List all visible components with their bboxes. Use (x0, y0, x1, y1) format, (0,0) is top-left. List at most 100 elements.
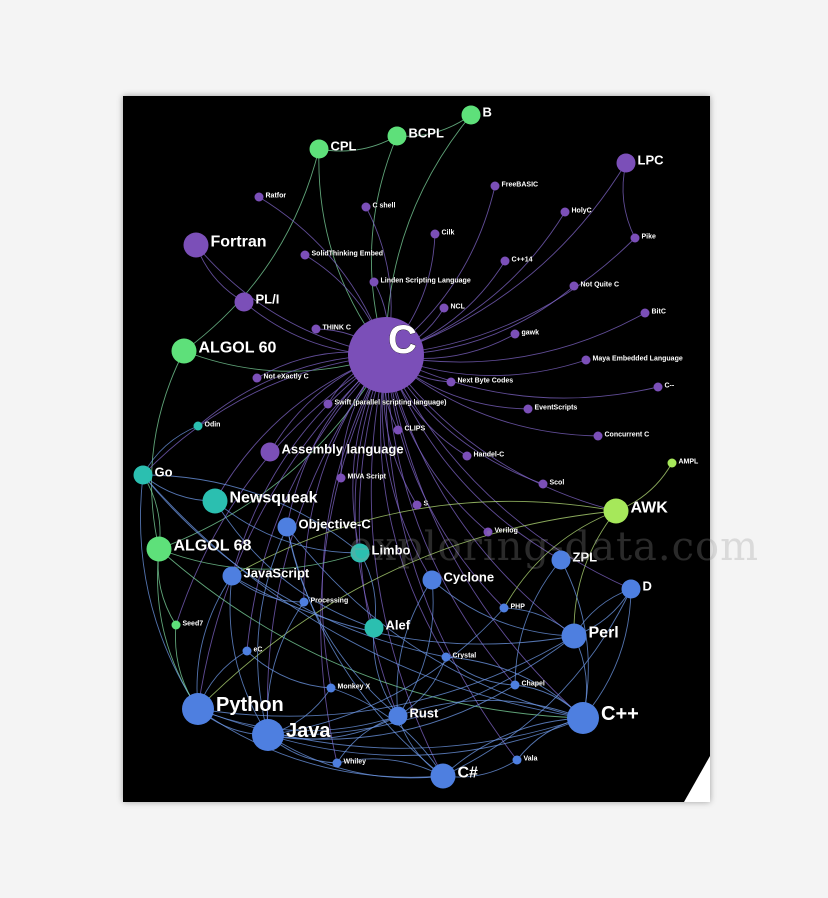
node-python[interactable] (182, 693, 214, 725)
edge-java-csharp (267, 734, 444, 779)
node-alef[interactable] (364, 618, 384, 638)
node-ratfor[interactable] (254, 192, 264, 202)
node-rust[interactable] (388, 706, 408, 726)
node-whiley[interactable] (332, 758, 342, 768)
edge-cpp-csharp (442, 717, 584, 777)
node-awk[interactable] (603, 498, 629, 524)
node-cminus[interactable] (653, 382, 663, 392)
node-ampl[interactable] (667, 458, 677, 468)
node-swift[interactable] (323, 399, 333, 409)
label-ampl: AMPL (679, 458, 700, 465)
node-eventscripts[interactable] (523, 404, 533, 414)
node-seed7[interactable] (171, 620, 181, 630)
label-whiley: Whiley (344, 758, 367, 765)
edge-algol68-c (158, 354, 387, 550)
node-cyclone[interactable] (422, 570, 442, 590)
node-concurrentc[interactable] (593, 431, 603, 441)
edge-lpc-pike (622, 162, 636, 239)
label-newsqueak: Newsqueak (230, 490, 318, 507)
edge-objectivec-rust (286, 526, 399, 717)
edge-newsqueak-alef (214, 500, 375, 629)
node-objectivec[interactable] (277, 517, 297, 537)
node-bcpl[interactable] (387, 126, 407, 146)
node-assembly[interactable] (260, 442, 280, 462)
node-csharp[interactable] (430, 763, 456, 789)
label-csharp: C# (458, 765, 479, 782)
node-freebasic[interactable] (490, 181, 500, 191)
node-php[interactable] (499, 603, 509, 613)
label-limbo: Limbo (372, 542, 411, 557)
node-perl[interactable] (561, 623, 587, 649)
node-s[interactable] (412, 500, 422, 510)
node-cpl[interactable] (309, 139, 329, 159)
edge-csharp-d (442, 588, 632, 777)
node-c[interactable] (348, 317, 424, 393)
node-miva[interactable] (336, 473, 346, 483)
node-thinkc[interactable] (311, 324, 321, 334)
label-gawk: gawk (522, 329, 540, 336)
edge-processing-java (266, 601, 305, 736)
label-ncl: NCL (451, 303, 466, 310)
edge-algol60-cpl (183, 148, 320, 352)
node-chapel[interactable] (510, 680, 520, 690)
node-java[interactable] (252, 719, 284, 751)
node-nextbytecodes[interactable] (446, 377, 456, 387)
edge-c-chapel (385, 354, 516, 686)
edge-cpp-d (582, 588, 632, 719)
node-fortran[interactable] (183, 232, 209, 258)
node-solidthinking[interactable] (300, 250, 310, 260)
node-notquitec[interactable] (569, 281, 579, 291)
node-zpl[interactable] (551, 550, 571, 570)
node-pli[interactable] (234, 292, 254, 312)
label-bitc: BitC (652, 308, 666, 315)
node-javascript[interactable] (222, 566, 242, 586)
edge-zpl-chapel (514, 559, 562, 686)
node-pike[interactable] (630, 233, 640, 243)
node-gawk[interactable] (510, 329, 520, 339)
node-cpp[interactable] (567, 702, 599, 734)
node-newsqueak[interactable] (202, 488, 228, 514)
node-algol68[interactable] (146, 536, 172, 562)
node-crystal[interactable] (441, 652, 451, 662)
label-c: C (388, 318, 417, 362)
label-linden: Linden Scripting Language (381, 277, 471, 284)
label-rust: Rust (410, 705, 440, 720)
edge-python-perl (197, 635, 575, 717)
label-solidthinking: SolidThinking Embed (312, 250, 384, 257)
label-pli: PL/I (256, 291, 280, 306)
node-lpc[interactable] (616, 153, 636, 173)
node-mayaembedded[interactable] (581, 355, 591, 365)
node-vala[interactable] (512, 755, 522, 765)
edge-c-pike (385, 237, 636, 356)
node-ncl[interactable] (439, 303, 449, 313)
node-holyc[interactable] (560, 207, 570, 217)
node-clips[interactable] (393, 425, 403, 435)
node-ec[interactable] (242, 646, 252, 656)
node-cpp14[interactable] (500, 256, 510, 266)
node-algol60[interactable] (171, 338, 197, 364)
label-odin: Odin (205, 422, 221, 429)
label-algol68: ALGOL 68 (174, 538, 252, 555)
node-b[interactable] (461, 105, 481, 125)
node-scol[interactable] (538, 479, 548, 489)
node-cshell[interactable] (361, 202, 371, 212)
node-limbo[interactable] (350, 543, 370, 563)
edge-rust-whiley (336, 715, 399, 764)
node-notexactlyc[interactable] (252, 373, 262, 383)
node-linden[interactable] (369, 277, 379, 287)
label-alef: Alef (386, 617, 411, 632)
label-java: Java (286, 720, 331, 742)
label-cyclone: Cyclone (444, 569, 495, 584)
node-d[interactable] (621, 579, 641, 599)
node-bitc[interactable] (640, 308, 650, 318)
node-monkeyx[interactable] (326, 683, 336, 693)
node-handelc[interactable] (462, 451, 472, 461)
node-odin[interactable] (193, 421, 203, 431)
node-verilog[interactable] (483, 527, 493, 537)
edge-go-crystal (142, 474, 447, 658)
node-go[interactable] (133, 465, 153, 485)
node-cilk[interactable] (430, 229, 440, 239)
node-processing[interactable] (299, 597, 309, 607)
label-algol60: ALGOL 60 (199, 340, 277, 357)
